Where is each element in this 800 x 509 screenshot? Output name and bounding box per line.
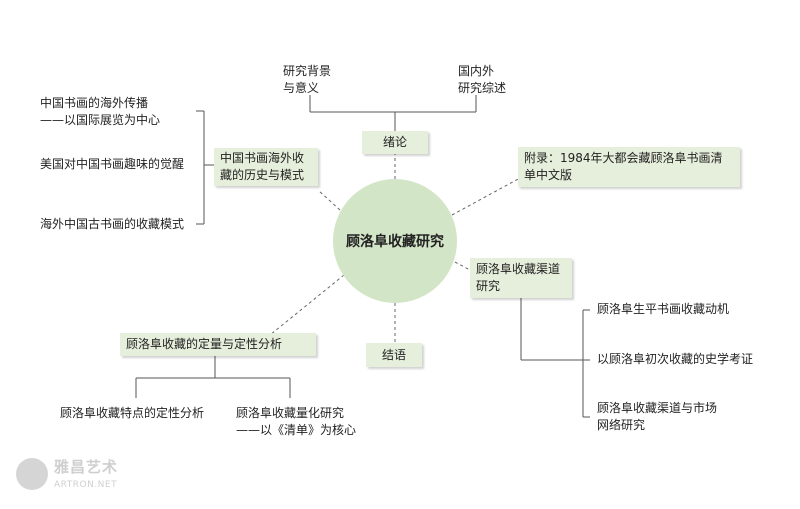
spoke-quant bbox=[269, 274, 345, 336]
channels-box: 顾洛阜收藏渠道 研究 bbox=[470, 258, 572, 298]
spoke-channels bbox=[454, 261, 471, 271]
literature-review-label: 国内外 研究综述 bbox=[458, 64, 507, 95]
background-significance-label: 研究背景 与意义 bbox=[283, 64, 332, 95]
watermark-logo-icon bbox=[16, 458, 48, 490]
channel-item-2: 以顾洛阜初次收藏的史学考证 bbox=[597, 352, 754, 366]
conclusion-box: 结语 bbox=[366, 343, 422, 367]
quant-item-2: 顾洛阜收藏量化研究 ——以《清单》为核心 bbox=[236, 406, 357, 437]
watermark-url: ARTRON.NET bbox=[54, 480, 118, 490]
watermark-name: 雅昌艺术 bbox=[54, 458, 119, 476]
quant-qual-box: 顾洛阜收藏的定量与定性分析 bbox=[120, 333, 316, 356]
intro-box: 绪论 bbox=[362, 131, 428, 154]
channel-item-3: 顾洛阜收藏渠道与市场 网络研究 bbox=[597, 401, 718, 432]
appendix-box: 附录：1984年大都会藏顾洛阜书画清 单中文版 bbox=[518, 147, 740, 187]
history-item-1: 中国书画的海外传播 ——以国际展览为中心 bbox=[40, 96, 161, 127]
history-box: 中国书画海外收 藏的历史与模式 bbox=[214, 148, 318, 186]
quant-item-1: 顾洛阜收藏特点的定性分析 bbox=[60, 406, 205, 420]
history-item-3: 海外中国古书画的收藏模式 bbox=[40, 217, 185, 231]
center-topic: 顾洛阜收藏研究 bbox=[333, 179, 457, 303]
history-item-2: 美国对中国书画趣味的觉醒 bbox=[40, 157, 185, 171]
watermark: 雅昌艺术 ARTRON.NET bbox=[10, 452, 200, 502]
channel-item-1: 顾洛阜生平书画收藏动机 bbox=[597, 302, 730, 316]
spoke-appendix bbox=[451, 177, 521, 216]
spoke-history bbox=[317, 189, 341, 211]
